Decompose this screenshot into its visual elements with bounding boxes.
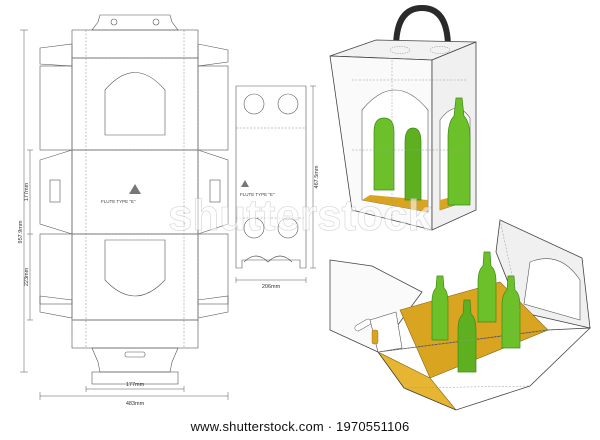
bottle-icon <box>404 127 422 201</box>
main-box-fold-lines <box>40 30 228 348</box>
dim-total-width: 483mm <box>126 401 145 407</box>
flute-mark-insert: FLUTE TYPE "E" <box>240 180 275 197</box>
bottle-icon <box>501 275 521 349</box>
dim-insert-width: 206mm <box>262 284 281 290</box>
flute-label-insert: FLUTE TYPE "E" <box>240 192 275 197</box>
flute-mark-main: FLUTE TYPE "E" <box>101 184 141 204</box>
footer-credit: www.shutterstock.com · 1970551106 <box>190 418 410 434</box>
insert-dieline <box>235 85 307 269</box>
bottle-icon <box>447 97 471 206</box>
carry-handle-icon <box>393 4 451 51</box>
bottle-icon <box>373 117 395 191</box>
assembled-box-3d <box>329 4 477 231</box>
bottle-icon <box>457 299 477 373</box>
dim-insert-height: 467.5mm <box>314 165 320 188</box>
dim-lower-panel: 223mm <box>24 267 30 286</box>
dimension-lines-insert <box>235 85 316 283</box>
footer-bar: www.shutterstock.com · 1970551106 <box>0 412 600 440</box>
dimension-lines-left <box>20 29 229 400</box>
flute-label-main: FLUTE TYPE "E" <box>101 199 136 204</box>
bottle-icon <box>477 251 497 323</box>
watermark-text: shutterstock <box>168 191 433 240</box>
dim-upper-panel: 177mm <box>24 182 30 201</box>
dim-total-height: 957.9mm <box>18 220 24 243</box>
bottle-icon <box>431 275 449 341</box>
open-box-3d <box>329 219 592 411</box>
dim-inner-width: 177mm <box>126 382 145 388</box>
